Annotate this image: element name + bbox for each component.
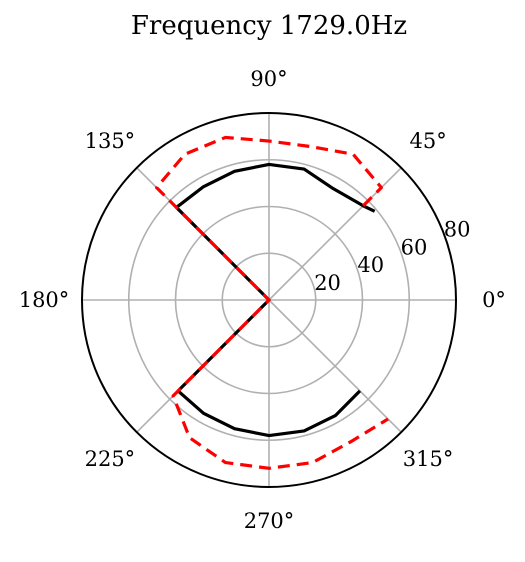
r-tick-label: 20	[314, 271, 341, 295]
theta-tick-label: 270°	[244, 509, 295, 533]
theta-tick-label: 0°	[482, 288, 506, 312]
r-tick-label: 80	[444, 217, 471, 241]
theta-tick-label: 135°	[85, 129, 136, 153]
series-line-dashed	[155, 135, 389, 470]
theta-tick-label: 90°	[250, 67, 287, 91]
r-gridline	[127, 158, 411, 442]
r-tick-label: 60	[401, 235, 428, 259]
theta-tick-label: 45°	[409, 129, 446, 153]
theta-tick-label: 180°	[19, 288, 70, 312]
axis-labels: 0° 45° 90° 135° 180° 225° 270° 315° 20 40 60 80	[19, 67, 506, 533]
r-tick-label: 40	[357, 253, 384, 277]
theta-tick-label: 315°	[403, 447, 454, 471]
theta-tick-label: 225°	[85, 447, 136, 471]
chart-title: Frequency 1729.0Hz	[131, 11, 407, 41]
series-line-solid	[174, 162, 376, 438]
polar-frame	[81, 112, 457, 488]
r-gridline	[174, 205, 364, 395]
r-gridline	[221, 252, 317, 348]
series-layer	[155, 135, 389, 470]
